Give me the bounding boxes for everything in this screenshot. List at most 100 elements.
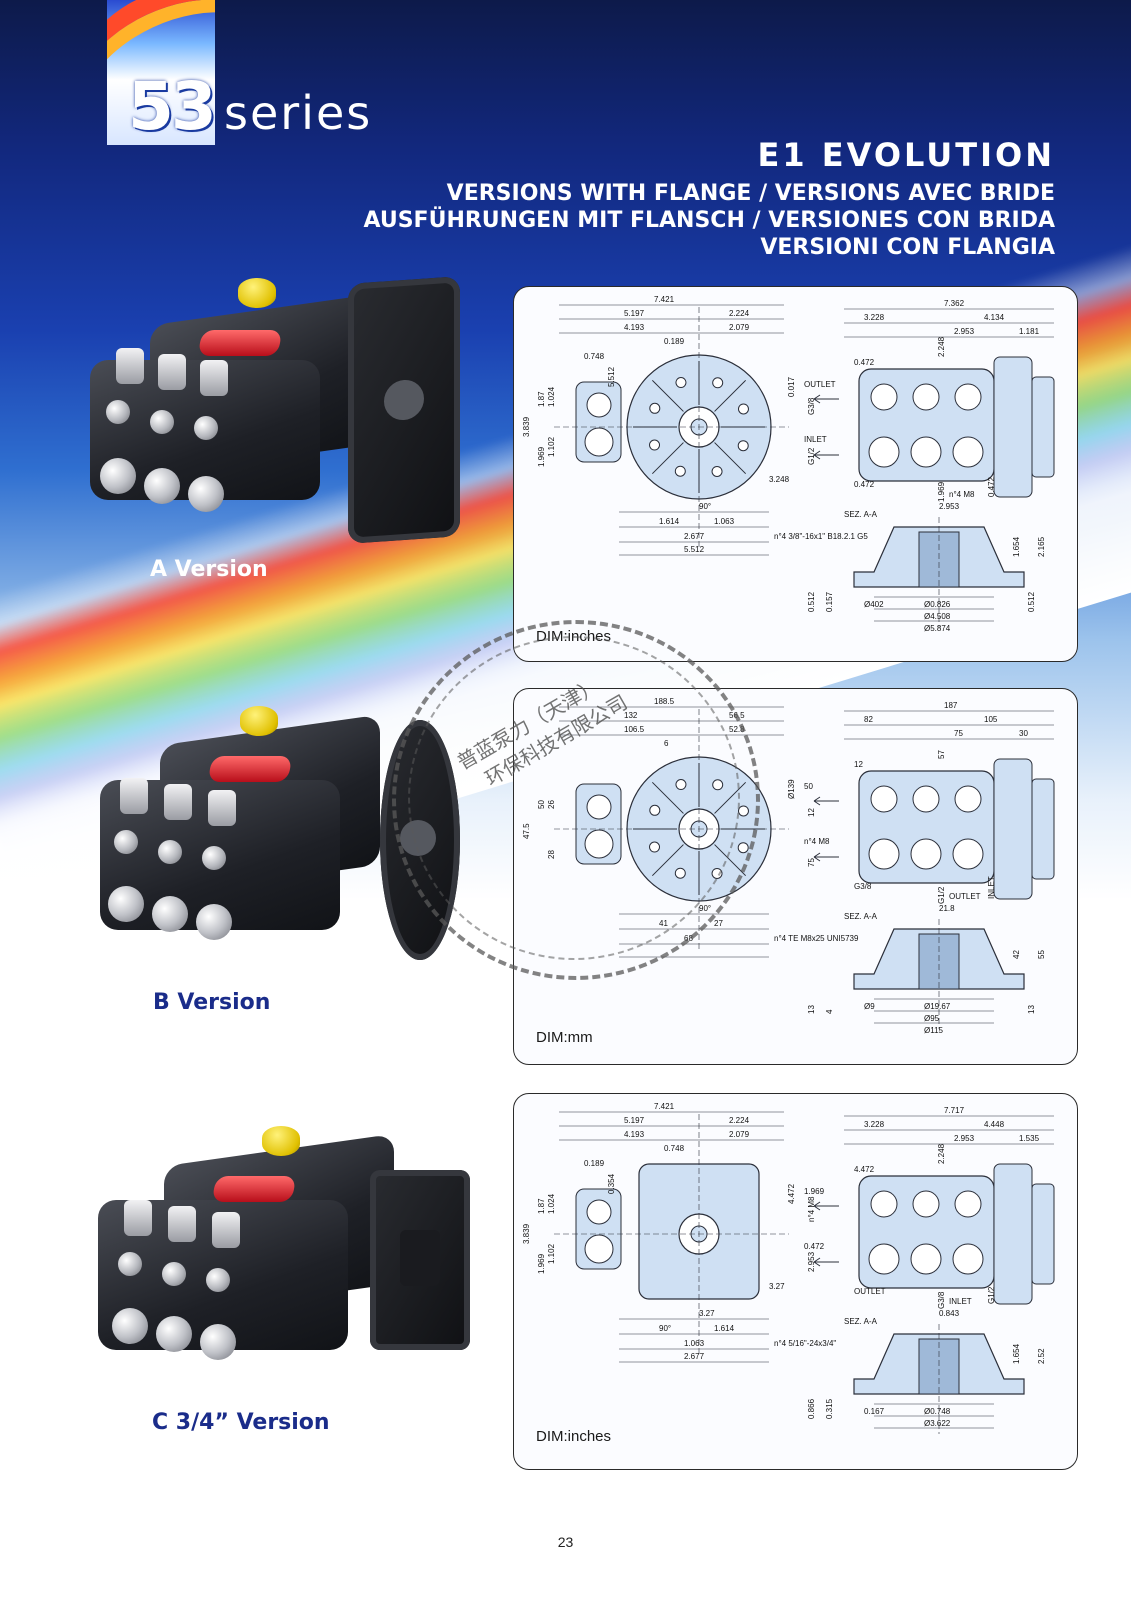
dimension-label: 0.866 <box>807 1398 816 1419</box>
dimension-label: 5.512 <box>684 545 705 554</box>
dimension-label: 1.102 <box>547 1243 556 1264</box>
dimension-label: 0.843 <box>939 1309 960 1318</box>
dimension-label: n°4 M8 <box>949 490 975 499</box>
dimension-label: Ø3.622 <box>924 1419 951 1428</box>
dimension-label: SEZ. A-A <box>844 912 878 921</box>
dimension-label: 0.167 <box>864 1407 885 1416</box>
dimension-label: 75 <box>954 729 963 738</box>
side-view <box>813 710 1055 900</box>
dimension-label: 2.52 <box>1037 1348 1046 1364</box>
version-label-b: B Version <box>153 990 271 1015</box>
dimension-label: 1.969 <box>937 481 946 502</box>
dimension-label: 4 <box>825 1009 834 1014</box>
dimension-label: n°4 TE M8x25 UNI5739 <box>774 934 859 943</box>
dimension-label: 30 <box>1019 729 1028 738</box>
dimension-label: Ø95 <box>924 1014 940 1023</box>
dimension-label: 2.224 <box>729 309 750 318</box>
dimension-label: 2.953 <box>954 327 975 336</box>
dimension-label: 1.614 <box>659 517 680 526</box>
subtitle-line: VERSIONS WITH FLANGE / VERSIONS AVEC BRI… <box>446 181 1055 206</box>
dimension-label: SEZ. A-A <box>844 510 878 519</box>
dimension-label: 2.248 <box>937 336 946 357</box>
dimension-label: 2.953 <box>939 502 960 511</box>
dimension-label: 1.969 <box>804 1187 825 1196</box>
dimension-label: 0.157 <box>825 591 834 612</box>
side-view <box>813 1115 1055 1305</box>
dimension-label: 7.717 <box>944 1106 965 1115</box>
dimension-label: G3/8 <box>807 397 816 415</box>
dimension-label: 1.063 <box>714 517 735 526</box>
dimension-label: 1.024 <box>547 1193 556 1214</box>
dimension-label: 5.197 <box>624 309 645 318</box>
dimension-label: INLET <box>949 1297 972 1306</box>
section-view <box>853 1324 1025 1434</box>
dimension-label: 90° <box>699 502 711 511</box>
dimension-label: 3.248 <box>769 475 790 484</box>
dimension-label: 21.8 <box>939 904 955 913</box>
dimension-label: Ø0.748 <box>924 1407 951 1416</box>
dimension-label: n°4 5/16"-24x3/4" <box>774 1339 836 1348</box>
dimension-label: 75 <box>807 858 816 867</box>
dimension-label: G1/2 <box>987 1286 996 1304</box>
dimension-label: Ø139 <box>787 779 796 799</box>
dim-unit-label-b: DIM:mm <box>536 1029 593 1046</box>
section-view <box>853 517 1025 627</box>
dimension-label: G3/8 <box>937 1291 946 1309</box>
page-subtitle: VERSIONS WITH FLANGE / VERSIONS AVEC BRI… <box>364 180 1056 261</box>
dimension-label: 5.197 <box>624 1116 645 1125</box>
front-view <box>554 304 789 556</box>
dimension-label: 0.472 <box>804 1242 825 1251</box>
dimension-label: 3.27 <box>699 1309 715 1318</box>
dimension-label: 90° <box>659 1324 671 1333</box>
dimension-label: 0.315 <box>825 1398 834 1419</box>
section-view <box>853 919 1025 1029</box>
dimension-label: 3.228 <box>864 313 885 322</box>
dimension-label: Ø4.508 <box>924 612 951 621</box>
dimension-label: 7.362 <box>944 299 965 308</box>
dimension-label: G1/2 <box>937 886 946 904</box>
pump-image-c <box>84 1126 484 1380</box>
dimension-label: 2.165 <box>1037 536 1046 557</box>
dimension-label: 1.535 <box>1019 1134 1040 1143</box>
dimension-label: 5.512 <box>607 366 616 387</box>
dimension-label: 57 <box>937 750 946 759</box>
company-stamp-inner-ring <box>408 636 740 960</box>
dimension-label: Ø402 <box>864 600 884 609</box>
dimension-label: 2.224 <box>729 1116 750 1125</box>
dimension-label: 1.87 <box>537 1198 546 1214</box>
dimension-label: 12 <box>854 760 863 769</box>
series-logo-number: 53 <box>128 68 217 145</box>
dimension-label: 2.079 <box>729 1130 750 1139</box>
dimension-label: 2.677 <box>684 1352 705 1361</box>
dim-unit-label-c: DIM:inches <box>536 1428 612 1445</box>
dimension-label: 4.193 <box>624 323 645 332</box>
dimension-label: 1.181 <box>1019 327 1040 336</box>
dimension-label: 12 <box>807 808 816 817</box>
dimension-label: 0.748 <box>664 1144 685 1153</box>
version-label-a: A Version <box>150 557 268 582</box>
dimension-label: 0.472 <box>854 480 875 489</box>
dimension-label: 0.748 <box>584 352 605 361</box>
dimension-label: OUTLET <box>949 892 981 901</box>
dimension-label: Ø0.826 <box>924 600 951 609</box>
dimension-label: 3.839 <box>522 416 531 437</box>
front-view <box>554 1111 789 1363</box>
dimension-label: 0.472 <box>987 476 996 497</box>
dimension-label: INLET <box>987 876 996 899</box>
dimension-label: G1/2 <box>807 447 816 465</box>
dimension-label: 1.87 <box>537 391 546 407</box>
dimension-label: 0.354 <box>607 1173 616 1194</box>
dimension-label: 1.024 <box>547 386 556 407</box>
dimension-label: 4.448 <box>984 1120 1005 1129</box>
dimension-label: Ø5.874 <box>924 624 951 633</box>
company-stamp <box>392 620 760 980</box>
dimension-label: SEZ. A-A <box>844 1317 878 1326</box>
dimension-label: 0.472 <box>854 358 875 367</box>
dimension-label: Ø115 <box>924 1026 944 1035</box>
dimension-label: n°4 3/8"-16x1" B18.2.1 G5 <box>774 532 868 541</box>
dimension-label: 0.189 <box>664 337 685 346</box>
dimension-label: 82 <box>864 715 873 724</box>
